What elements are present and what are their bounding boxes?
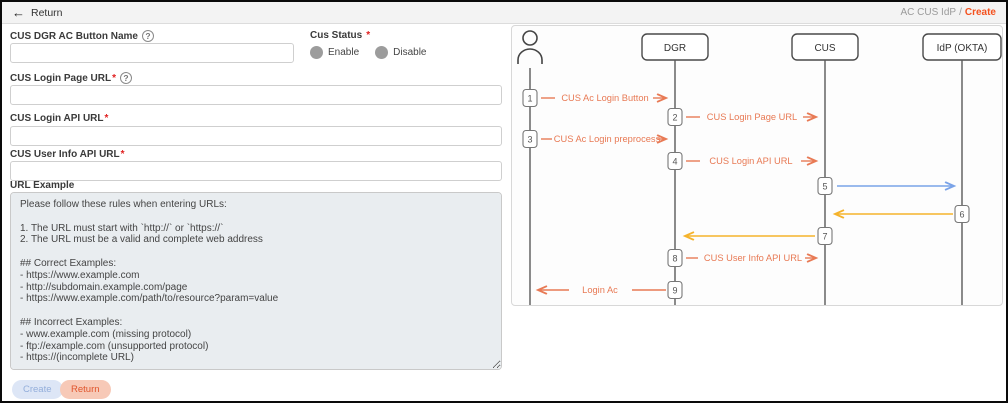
button-name-input[interactable] — [10, 43, 294, 63]
help-icon[interactable]: ? — [141, 30, 154, 42]
enable-radio[interactable]: Enable — [310, 46, 359, 59]
breadcrumb-separator: / — [959, 7, 962, 18]
step-8-number: 8 — [667, 248, 683, 268]
step-4-message: CUS Login API URL — [686, 156, 816, 166]
actor-cus-label: CUS — [814, 43, 835, 54]
step-3-message: CUS Ac Login preprocess — [541, 134, 666, 144]
back-arrow-icon: ← — [12, 5, 25, 20]
breadcrumb: AC CUS IdP/Create — [901, 7, 997, 18]
url-example-textarea[interactable]: Please follow these rules when entering … — [10, 192, 502, 370]
svg-text:4: 4 — [672, 157, 677, 167]
svg-text:9: 9 — [672, 286, 677, 296]
breadcrumb-path: AC CUS IdP — [900, 7, 957, 18]
step-5-number: 5 — [817, 176, 833, 196]
step-1-number: 1 — [522, 88, 538, 108]
help-icon[interactable]: ? — [120, 72, 133, 84]
svg-text:2: 2 — [672, 113, 677, 123]
top-bar: ← Return AC CUS IdP/Create — [2, 2, 1006, 24]
sequence-diagram: DGR CUS IdP (OKTA) CUS Ac Login Button — [517, 30, 1002, 305]
actor-cus: CUS — [791, 33, 859, 61]
step-9-message: Login Ac — [538, 285, 666, 295]
step-8-message: CUS User Info API URL — [686, 253, 816, 263]
back-button[interactable]: ← Return — [12, 6, 63, 19]
user-icon — [522, 30, 538, 46]
breadcrumb-current: Create — [964, 7, 996, 18]
disable-radio[interactable]: Disable — [375, 46, 427, 59]
step-4-number: 4 — [667, 151, 683, 171]
step-2-number: 2 — [667, 107, 683, 127]
step-8-label: CUS User Info API URL — [704, 253, 802, 263]
sequence-diagram-panel: DGR CUS IdP (OKTA) CUS Ac Login Button — [511, 25, 1003, 306]
back-label: Return — [31, 6, 63, 19]
button-name-label: CUS DGR AC Button Name ? — [10, 30, 154, 42]
svg-text:7: 7 — [822, 232, 827, 242]
step-9-label: Login Ac — [582, 285, 618, 295]
radio-dot-icon — [375, 46, 389, 59]
svg-text:3: 3 — [527, 135, 532, 145]
actor-idp-label: IdP (OKTA) — [937, 43, 988, 54]
actor-user — [517, 30, 543, 64]
status-radio-group: Enable Disable — [310, 46, 427, 59]
step-6-number: 6 — [954, 204, 970, 224]
enable-radio-label: Enable — [328, 47, 360, 58]
svg-text:6: 6 — [959, 210, 964, 220]
return-button[interactable]: Return — [60, 380, 111, 399]
svg-text:1: 1 — [527, 94, 532, 104]
svg-text:5: 5 — [822, 182, 827, 192]
user-icon-body — [517, 48, 543, 64]
svg-text:8: 8 — [672, 254, 677, 264]
step-4-label: CUS Login API URL — [709, 156, 792, 166]
login-page-url-input[interactable] — [10, 85, 502, 105]
status-label: Cus Status* — [310, 30, 371, 41]
create-button[interactable]: Create — [12, 380, 63, 399]
actor-dgr: DGR — [641, 33, 709, 61]
actor-idp: IdP (OKTA) — [922, 33, 1002, 61]
step-7-number: 7 — [817, 226, 833, 246]
login-page-url-label: CUS Login Page URL* ? — [10, 72, 133, 84]
actor-dgr-label: DGR — [664, 43, 686, 54]
login-api-url-label: CUS Login API URL* — [10, 113, 109, 124]
step-1-message: CUS Ac Login Button — [541, 93, 666, 103]
step-3-label: CUS Ac Login preprocess — [554, 134, 661, 144]
step-2-message: CUS Login Page URL — [686, 112, 816, 122]
step-3-number: 3 — [522, 129, 538, 149]
step-2-label: CUS Login Page URL — [707, 112, 797, 122]
step-9-number: 9 — [667, 280, 683, 300]
url-example-label: URL Example — [10, 180, 75, 191]
login-api-url-input[interactable] — [10, 126, 502, 146]
step-1-label: CUS Ac Login Button — [561, 93, 648, 103]
disable-radio-label: Disable — [393, 47, 427, 58]
user-info-api-url-label: CUS User Info API URL* — [10, 149, 125, 160]
radio-dot-icon — [310, 46, 323, 59]
user-info-api-url-input[interactable] — [10, 161, 502, 181]
